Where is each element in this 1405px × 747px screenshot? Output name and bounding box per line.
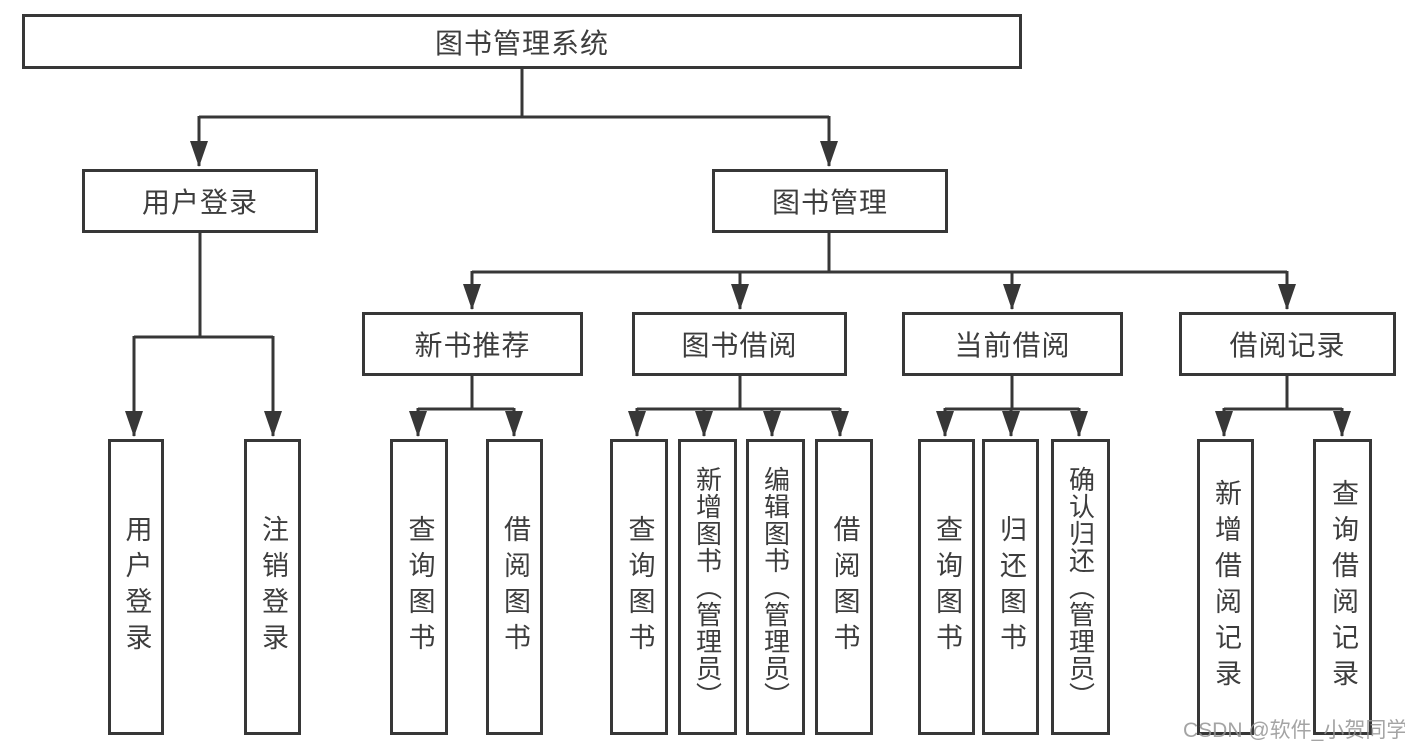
- leaf-user-login: 用户登录: [108, 439, 164, 735]
- node-label: 查询借阅记录: [1328, 479, 1358, 695]
- leaf-confirm-return-admin: 确认归还（管理员）: [1051, 439, 1110, 735]
- node-label: 新书推荐: [414, 330, 531, 361]
- leaf-borrow-books-recommend: 借阅图书: [486, 439, 543, 735]
- node-label: 查询图书: [932, 515, 962, 659]
- node-label: 新增借阅记录: [1211, 479, 1241, 695]
- csdn-watermark: CSDN @软件_小贺同学: [1183, 719, 1405, 742]
- node-label: 编辑图书（管理员）: [760, 465, 791, 709]
- leaf-query-books-recommend: 查询图书: [390, 439, 448, 735]
- node-label: 借阅图书: [500, 515, 530, 659]
- node-label: 新增图书（管理员）: [692, 465, 723, 709]
- node-label: 归还图书: [996, 515, 1026, 659]
- node-label: 借阅记录: [1229, 330, 1346, 361]
- leaf-logout: 注销登录: [244, 439, 301, 735]
- node-label: 注销登录: [258, 515, 288, 659]
- leaf-add-books-admin: 新增图书（管理员）: [678, 439, 737, 735]
- node-book-borrowing: 图书借阅: [632, 312, 847, 376]
- leaf-query-borrow-record: 查询借阅记录: [1313, 439, 1372, 735]
- node-borrowing-records: 借阅记录: [1179, 312, 1396, 376]
- node-new-book-recommendation: 新书推荐: [362, 312, 583, 376]
- leaf-edit-books-admin: 编辑图书（管理员）: [746, 439, 805, 735]
- node-user-login: 用户登录: [82, 169, 318, 233]
- node-label: 图书管理: [771, 187, 888, 218]
- node-label: 确认归还（管理员）: [1065, 465, 1096, 709]
- leaf-return-books: 归还图书: [982, 439, 1039, 735]
- node-label: 当前借阅: [954, 330, 1071, 361]
- node-label: 用户登录: [121, 515, 152, 659]
- node-label: 查询图书: [404, 515, 435, 659]
- node-label: 查询图书: [624, 515, 655, 659]
- node-label: 用户登录: [141, 187, 258, 218]
- node-label: 图书借阅: [681, 330, 798, 361]
- leaf-add-borrow-record: 新增借阅记录: [1197, 439, 1254, 735]
- node-label: 图书管理系统: [434, 27, 609, 59]
- leaf-query-books-borrowing: 查询图书: [610, 439, 668, 735]
- node-label: 借阅图书: [829, 515, 860, 659]
- node-book-management: 图书管理: [712, 169, 948, 233]
- leaf-query-books-current: 查询图书: [918, 439, 975, 735]
- node-current-borrowing: 当前借阅: [902, 312, 1123, 376]
- node-library-management-system: 图书管理系统: [22, 14, 1022, 69]
- leaf-borrow-books: 借阅图书: [815, 439, 873, 735]
